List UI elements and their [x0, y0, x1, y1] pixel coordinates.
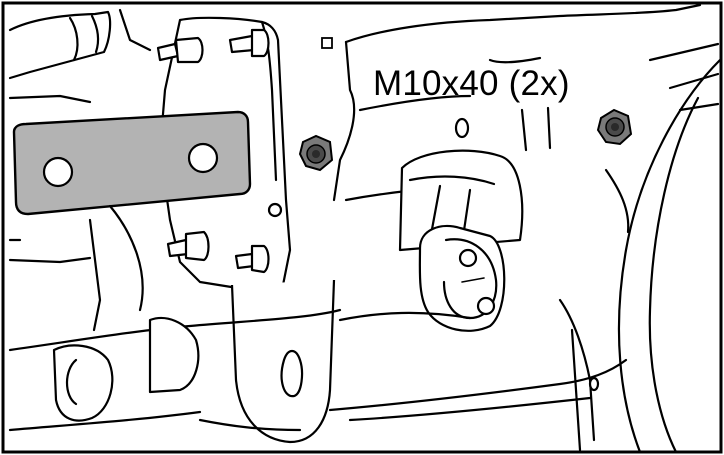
bracket-plate-icon — [12, 110, 252, 216]
lower-arm — [8, 298, 628, 452]
frame-rail-upper — [8, 8, 152, 264]
left-lower-bracket — [88, 204, 302, 432]
tire-edge — [604, 58, 722, 454]
locator-square — [321, 37, 333, 49]
bolt-icon — [156, 28, 270, 274]
fastener-callout-label: M10x40 (2x) — [373, 64, 570, 103]
nut-icon — [298, 134, 334, 172]
nut-icon — [596, 108, 633, 146]
isolator-mount — [398, 149, 524, 332]
